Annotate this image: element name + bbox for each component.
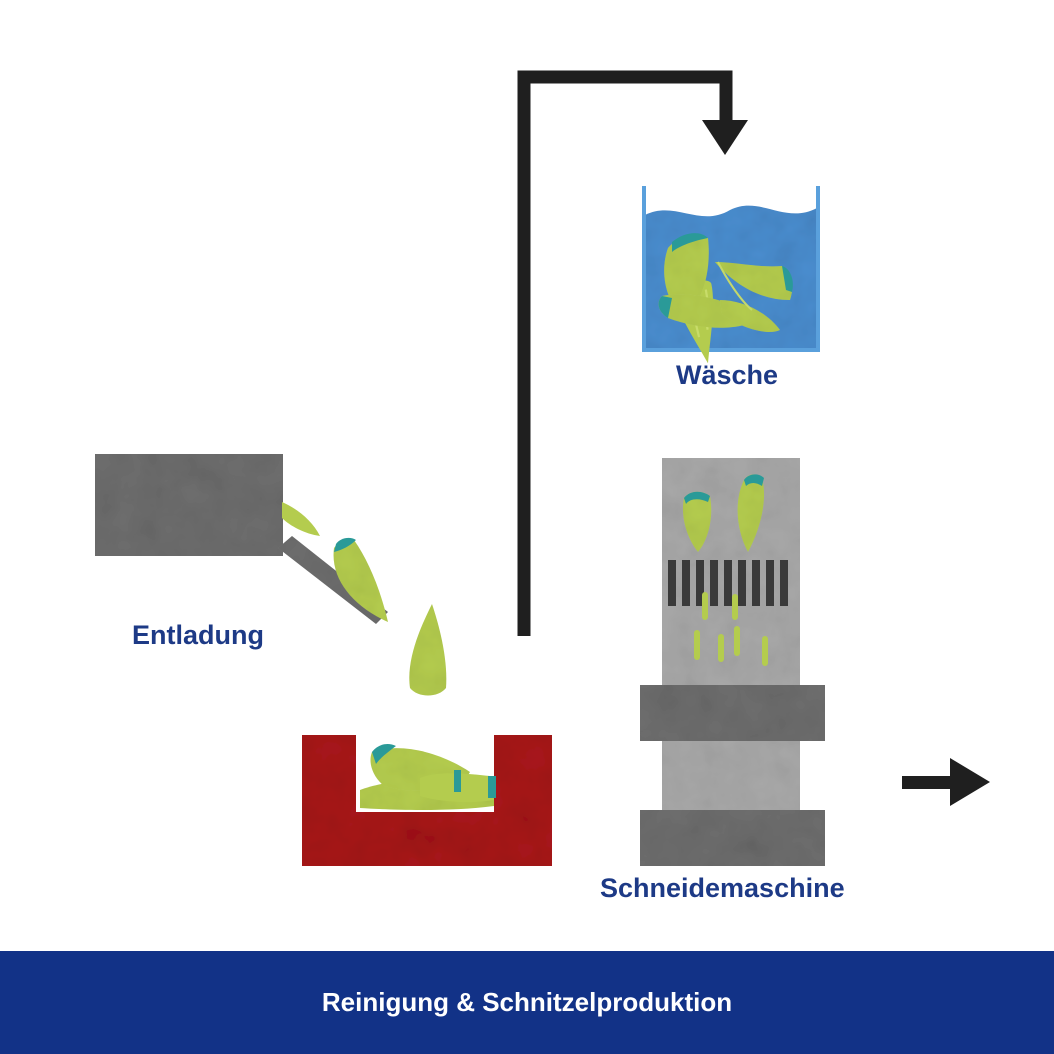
cutter-grid	[668, 560, 788, 606]
arrow-down-icon	[702, 120, 748, 155]
beet-chips	[694, 592, 768, 666]
label-waesche: Wäsche	[676, 360, 779, 390]
footer-bar	[0, 951, 1054, 1054]
red-bin	[302, 735, 552, 866]
label-schneidemaschine: Schneidemaschine	[600, 873, 845, 903]
footer: Reinigung & Schnitzelproduktion	[0, 951, 1054, 1054]
cutting-machine	[640, 458, 825, 866]
beets-entering-machine	[682, 474, 765, 552]
footer-title: Reinigung & Schnitzelproduktion	[321, 987, 733, 1017]
beets-in-water	[658, 233, 793, 368]
return-arrow-icon	[517, 70, 748, 636]
unloading-container	[95, 454, 388, 624]
arrow-right-icon	[902, 758, 990, 806]
falling-beets	[333, 537, 447, 696]
beets-in-bin	[360, 744, 496, 810]
washing-tank	[642, 186, 820, 368]
label-entladung: Entladung	[132, 620, 264, 650]
